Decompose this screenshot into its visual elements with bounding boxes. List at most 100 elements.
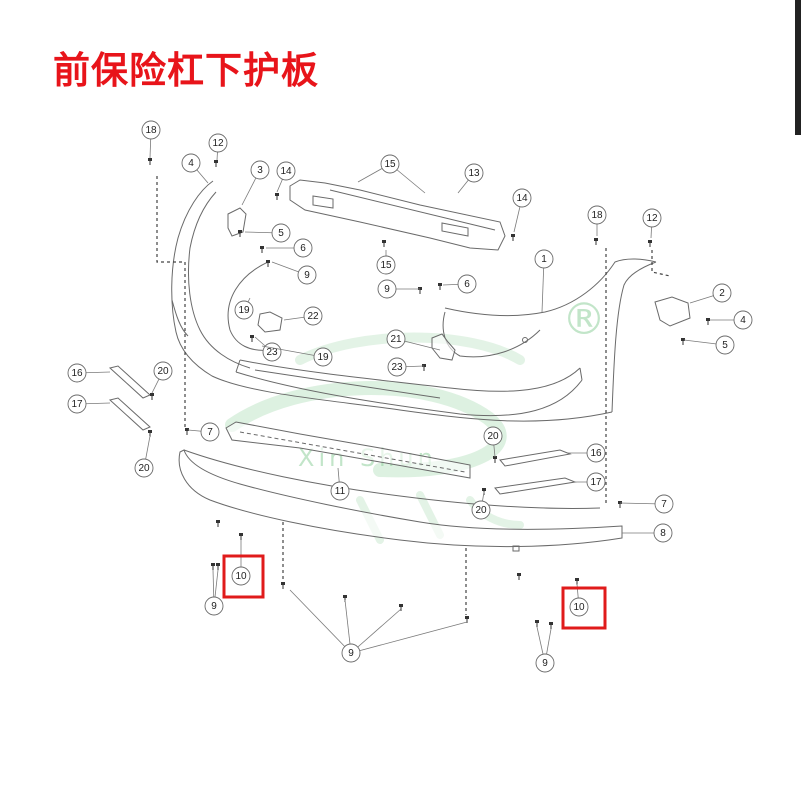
callout-circle (586, 443, 606, 463)
callout-number: 9 (304, 270, 310, 281)
callout-circle (654, 494, 674, 514)
callout-circle (512, 188, 532, 208)
callout-14: 14 (276, 161, 296, 193)
callout-number: 14 (516, 193, 528, 204)
callout-number: 6 (464, 279, 470, 290)
callout-number: 15 (384, 159, 396, 170)
callout-circle (67, 363, 87, 383)
callout-4: 4 (710, 310, 753, 330)
part-22-bracket (257, 311, 283, 333)
callout-circle (642, 208, 662, 228)
leader-line (350, 608, 402, 654)
part-17-right-bracket (494, 477, 577, 495)
screw-icon (260, 246, 264, 253)
callout-22: 22 (283, 306, 323, 326)
callout-circle (586, 472, 606, 492)
screw-icon (216, 563, 220, 570)
callout-circle (200, 422, 220, 442)
callout-9: 9 (535, 626, 555, 673)
screw-icon (266, 260, 270, 267)
callout-circle (208, 133, 228, 153)
callout-3: 3 (241, 160, 270, 206)
callout-circle (386, 329, 406, 349)
callout-18: 18 (587, 205, 607, 236)
callout-number: 9 (348, 648, 354, 659)
callout-circle (303, 306, 323, 326)
callout-number: 23 (266, 347, 278, 358)
callout-circle (234, 300, 254, 320)
screw-icon (150, 393, 154, 400)
screw-icon (618, 501, 622, 508)
callout-9: 9 (271, 261, 317, 285)
callout-number: 7 (207, 427, 213, 438)
callout-14: 14 (512, 188, 532, 233)
callout-12: 12 (642, 208, 662, 239)
screw-icon (148, 430, 152, 437)
callout-9: 9 (377, 279, 420, 299)
callout-circle (587, 205, 607, 225)
callout-number: 21 (390, 334, 402, 345)
callout-circle (262, 342, 282, 362)
highlight-box-part-10-left (222, 554, 265, 599)
callout-number: 18 (591, 210, 603, 221)
callout-circle (153, 361, 173, 381)
callout-23: 23 (387, 357, 425, 377)
callout-number: 19 (317, 352, 329, 363)
callout-19: 19 (261, 345, 333, 367)
callout-circle (231, 566, 251, 586)
callout-number: 4 (188, 158, 194, 169)
callout-circle (67, 394, 87, 414)
part-3-bracket (227, 207, 247, 237)
callout-number: 9 (542, 658, 548, 669)
callout-number: 8 (660, 528, 666, 539)
screw-icon (517, 573, 521, 580)
screw-icon (648, 240, 652, 247)
callout-18: 18 (141, 120, 161, 159)
screw-icon (493, 456, 497, 463)
screw-icon (148, 158, 152, 165)
screw-icon (275, 193, 279, 200)
callout-number: 7 (661, 499, 667, 510)
watermark-registered-symbol: ® (562, 294, 606, 345)
screw-icon (382, 240, 386, 247)
screw-icon (216, 520, 220, 527)
callout-number: 17 (71, 399, 83, 410)
callout-9: 9 (289, 589, 468, 663)
callout-19: 19 (234, 297, 254, 320)
part-1-bumper-cover (171, 180, 657, 422)
callout-circle (204, 596, 224, 616)
callout-circle (653, 523, 673, 543)
screw-icon (575, 578, 579, 585)
callout-circle (271, 223, 291, 243)
part-11-air-guide (225, 421, 471, 479)
callout-23: 23 (254, 336, 282, 362)
part-21-bracket (431, 333, 456, 361)
callout-circle (471, 500, 491, 520)
callout-circle (712, 283, 732, 303)
callout-number: 10 (573, 602, 585, 613)
part-16-right-bracket (499, 449, 572, 467)
highlight-box-part-10-right (561, 586, 607, 630)
leader-line (261, 345, 324, 358)
callout-6: 6 (266, 238, 313, 258)
callout-1: 1 (534, 249, 554, 313)
callout-20: 20 (471, 491, 491, 520)
callout-number: 9 (211, 601, 217, 612)
callout-7: 7 (619, 494, 674, 514)
callout-10: 10 (231, 540, 251, 586)
callout-number: 2 (719, 288, 725, 299)
callout-number: 6 (300, 243, 306, 254)
callout-circle (276, 161, 296, 181)
callout-5: 5 (244, 223, 291, 243)
screw-icon (465, 616, 469, 623)
callout-15: 15 (357, 154, 426, 194)
callout-number: 13 (468, 168, 480, 179)
screw-icon (511, 234, 515, 241)
callout-16: 16 (568, 443, 606, 463)
callout-circle (377, 279, 397, 299)
callout-number: 20 (138, 463, 150, 474)
callout-17: 17 (67, 394, 111, 414)
callout-number: 15 (380, 260, 392, 271)
callout-circle (134, 458, 154, 478)
